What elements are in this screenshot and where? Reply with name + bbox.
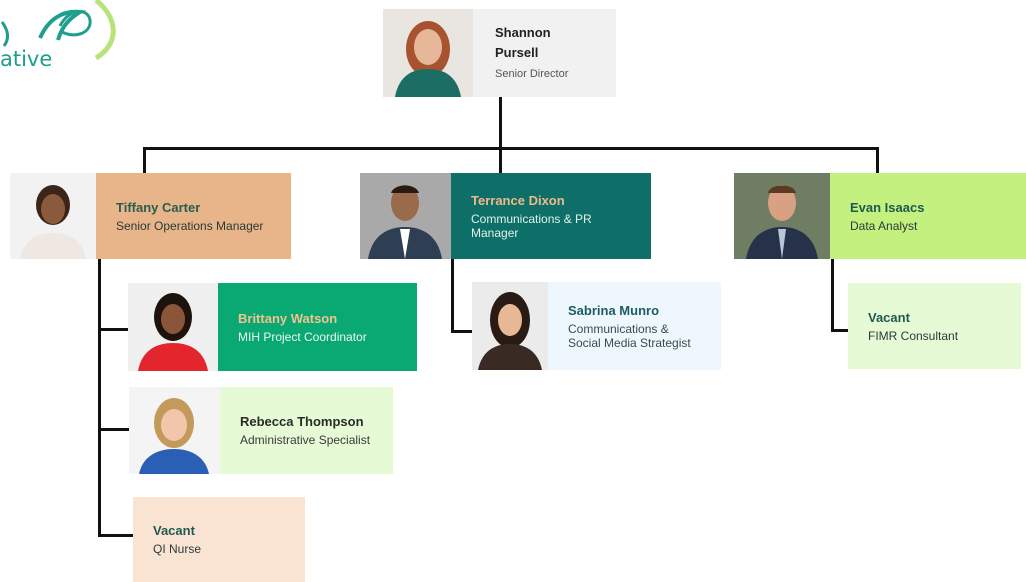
- report-name: Sabrina Munro: [568, 302, 660, 318]
- connector-tiffany-trunk: [98, 259, 101, 537]
- connector-brittany-branch: [98, 328, 128, 331]
- connector-root-vertical: [499, 96, 502, 173]
- report-title: Administrative Specialist: [240, 433, 371, 447]
- avatar: [129, 387, 220, 474]
- manager-title: Data Analyst: [850, 218, 918, 233]
- connector-manager-horizontal: [143, 147, 879, 150]
- root-name-line2: Pursell: [495, 45, 539, 60]
- report-title: QI Nurse: [153, 542, 202, 556]
- connector-terrance-trunk: [451, 259, 454, 333]
- manager-name: Tiffany Carter: [116, 199, 201, 215]
- org-card-sabrina: Sabrina Munro Communications & Social Me…: [472, 282, 721, 370]
- report-name: Vacant: [868, 309, 910, 325]
- report-title-line2: Social Media Strategist: [568, 335, 691, 350]
- avatar: [10, 173, 96, 259]
- connector-qi-branch: [98, 534, 133, 537]
- root-name-line1: Shannon: [495, 25, 551, 40]
- org-card-fimr: Vacant FIMR Consultant: [848, 283, 1021, 369]
- avatar: [472, 282, 548, 370]
- logo-text: ative: [0, 47, 53, 71]
- report-title: FIMR Consultant: [868, 328, 959, 343]
- connector-sabrina-branch: [451, 330, 472, 333]
- report-name: Rebecca Thompson: [240, 414, 364, 429]
- avatar: [360, 173, 451, 259]
- connector-evan-drop: [876, 147, 879, 173]
- manager-title: Senior Operations Manager: [116, 218, 264, 233]
- connector-fimr-branch: [831, 329, 848, 332]
- org-card-evan: Evan Isaacs Data Analyst: [734, 173, 1026, 259]
- connector-tiffany-drop: [143, 147, 146, 173]
- root-title: Senior Director: [495, 68, 569, 80]
- manager-name: Evan Isaacs: [850, 199, 925, 215]
- avatar: [734, 173, 830, 259]
- org-card-tiffany: Tiffany Carter Senior Operations Manager: [10, 173, 291, 259]
- report-name: Vacant: [153, 523, 195, 538]
- report-title-line1: Communications &: [568, 321, 669, 336]
- report-title: MIH Project Coordinator: [238, 329, 367, 344]
- avatar: [383, 9, 473, 97]
- report-name: Brittany Watson: [238, 310, 338, 326]
- connector-evan-trunk: [831, 259, 834, 332]
- org-card-brittany: Brittany Watson MIH Project Coordinator: [128, 283, 417, 371]
- manager-title-line1: Communications & PR: [471, 211, 592, 226]
- org-card-shannon: Shannon Pursell Senior Director: [383, 9, 616, 97]
- avatar: [128, 283, 218, 371]
- org-card-rebecca: Rebecca Thompson Administrative Speciali…: [129, 387, 393, 474]
- manager-title-line2: Manager: [471, 225, 519, 240]
- org-card-terrance: Terrance Dixon Communications & PR Manag…: [360, 173, 651, 259]
- logo-mark: [0, 0, 116, 60]
- connector-rebecca-branch: [98, 428, 129, 431]
- logo: ative: [0, 0, 130, 80]
- manager-name: Terrance Dixon: [471, 192, 565, 208]
- org-card-qi-nurse: Vacant QI Nurse: [133, 497, 305, 582]
